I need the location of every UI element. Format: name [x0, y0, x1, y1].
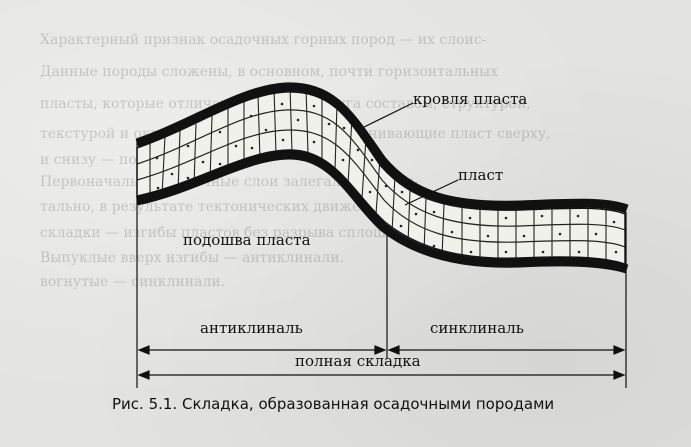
layer-leader-line: [404, 179, 459, 206]
syncline-dimension: [387, 345, 626, 355]
base-label: подошва пласта: [183, 231, 311, 249]
anticline-dimension: [137, 345, 387, 355]
syncline-label: синклиналь: [430, 319, 524, 337]
base-boundary: [136, 150, 629, 274]
anticline-label: антиклиналь: [200, 319, 303, 337]
roof-label: кровля пласта: [413, 90, 527, 108]
layer-label: пласт: [458, 166, 503, 184]
grain-dots: [155, 102, 618, 254]
full-fold-dimension: [137, 370, 626, 380]
joint-lines: [149, 91, 607, 264]
roof-boundary: [135, 82, 629, 214]
full-fold-label: полная складка: [295, 352, 421, 370]
roof-leader-line: [357, 102, 414, 131]
rock-texture: [137, 91, 625, 264]
figure-caption: Рис. 5.1. Складка, образованная осадочны…: [112, 395, 555, 413]
